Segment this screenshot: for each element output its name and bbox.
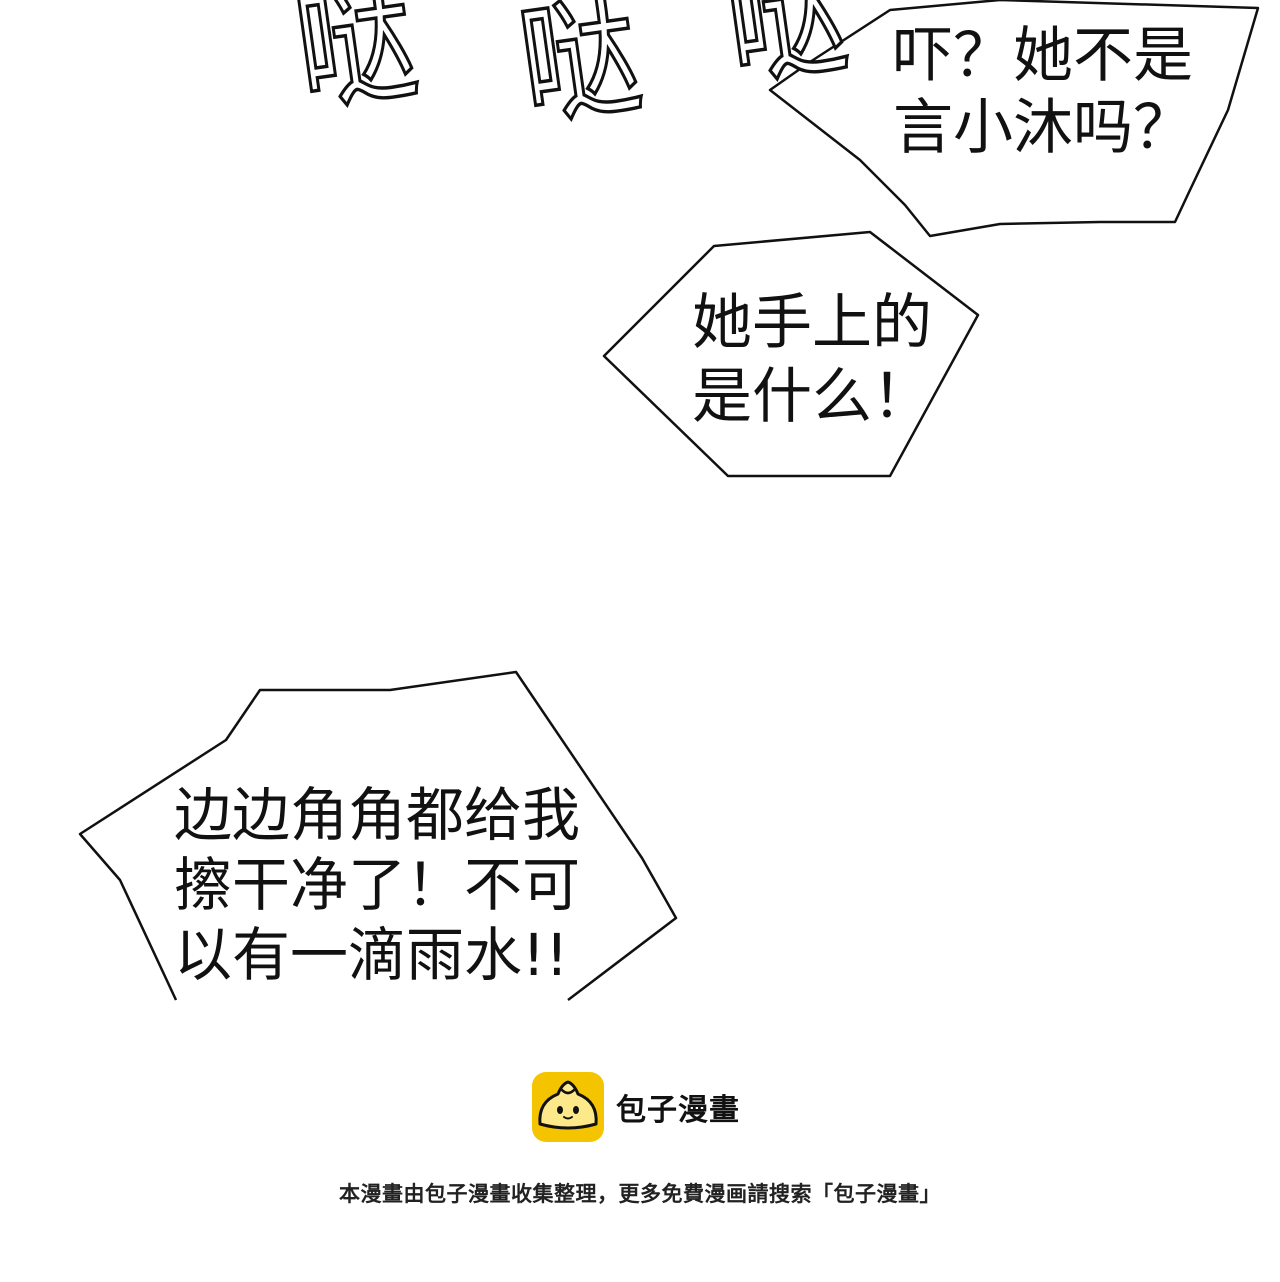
bubble-3-line-2: 擦干净了！不可 bbox=[174, 851, 581, 919]
sound-effect-3: 哒 bbox=[715, 0, 857, 107]
bubble-2-text: 她手上的 是什么！ bbox=[692, 286, 932, 434]
credit-text: 本漫畫由包子漫畫收集整理，更多免費漫画請搜索「包子漫畫」 bbox=[339, 1182, 941, 1206]
sound-effect-2: 哒 bbox=[509, 0, 651, 147]
sound-effect-1: 哒 bbox=[285, 0, 427, 133]
speech-bubble-2 bbox=[602, 230, 980, 478]
brand-logo[interactable]: 包子漫畫 bbox=[532, 1072, 740, 1142]
brand-name: 包子漫畫 bbox=[616, 1093, 740, 1128]
bubble-3-line-1: 边边角角都给我 bbox=[174, 781, 581, 849]
bubble-1-line-2: 言小沐吗？ bbox=[893, 93, 1193, 163]
steamed-bun-icon bbox=[532, 1072, 604, 1142]
bubble-1-text: 吓？她不是 言小沐吗？ bbox=[893, 20, 1193, 164]
bubble-1-line-1: 吓？她不是 bbox=[893, 21, 1193, 91]
bubble-3-line-3: 以有一滴雨水!! bbox=[174, 921, 569, 989]
speech-bubble-1 bbox=[768, 0, 1260, 238]
bubble-2-line-2: 是什么！ bbox=[692, 362, 932, 432]
bubble-3-text: 边边角角都给我 擦干净了！不可 以有一滴雨水!! bbox=[174, 780, 580, 990]
bubble-2-line-1: 她手上的 bbox=[692, 288, 932, 358]
speech-bubble-3 bbox=[78, 670, 678, 1001]
